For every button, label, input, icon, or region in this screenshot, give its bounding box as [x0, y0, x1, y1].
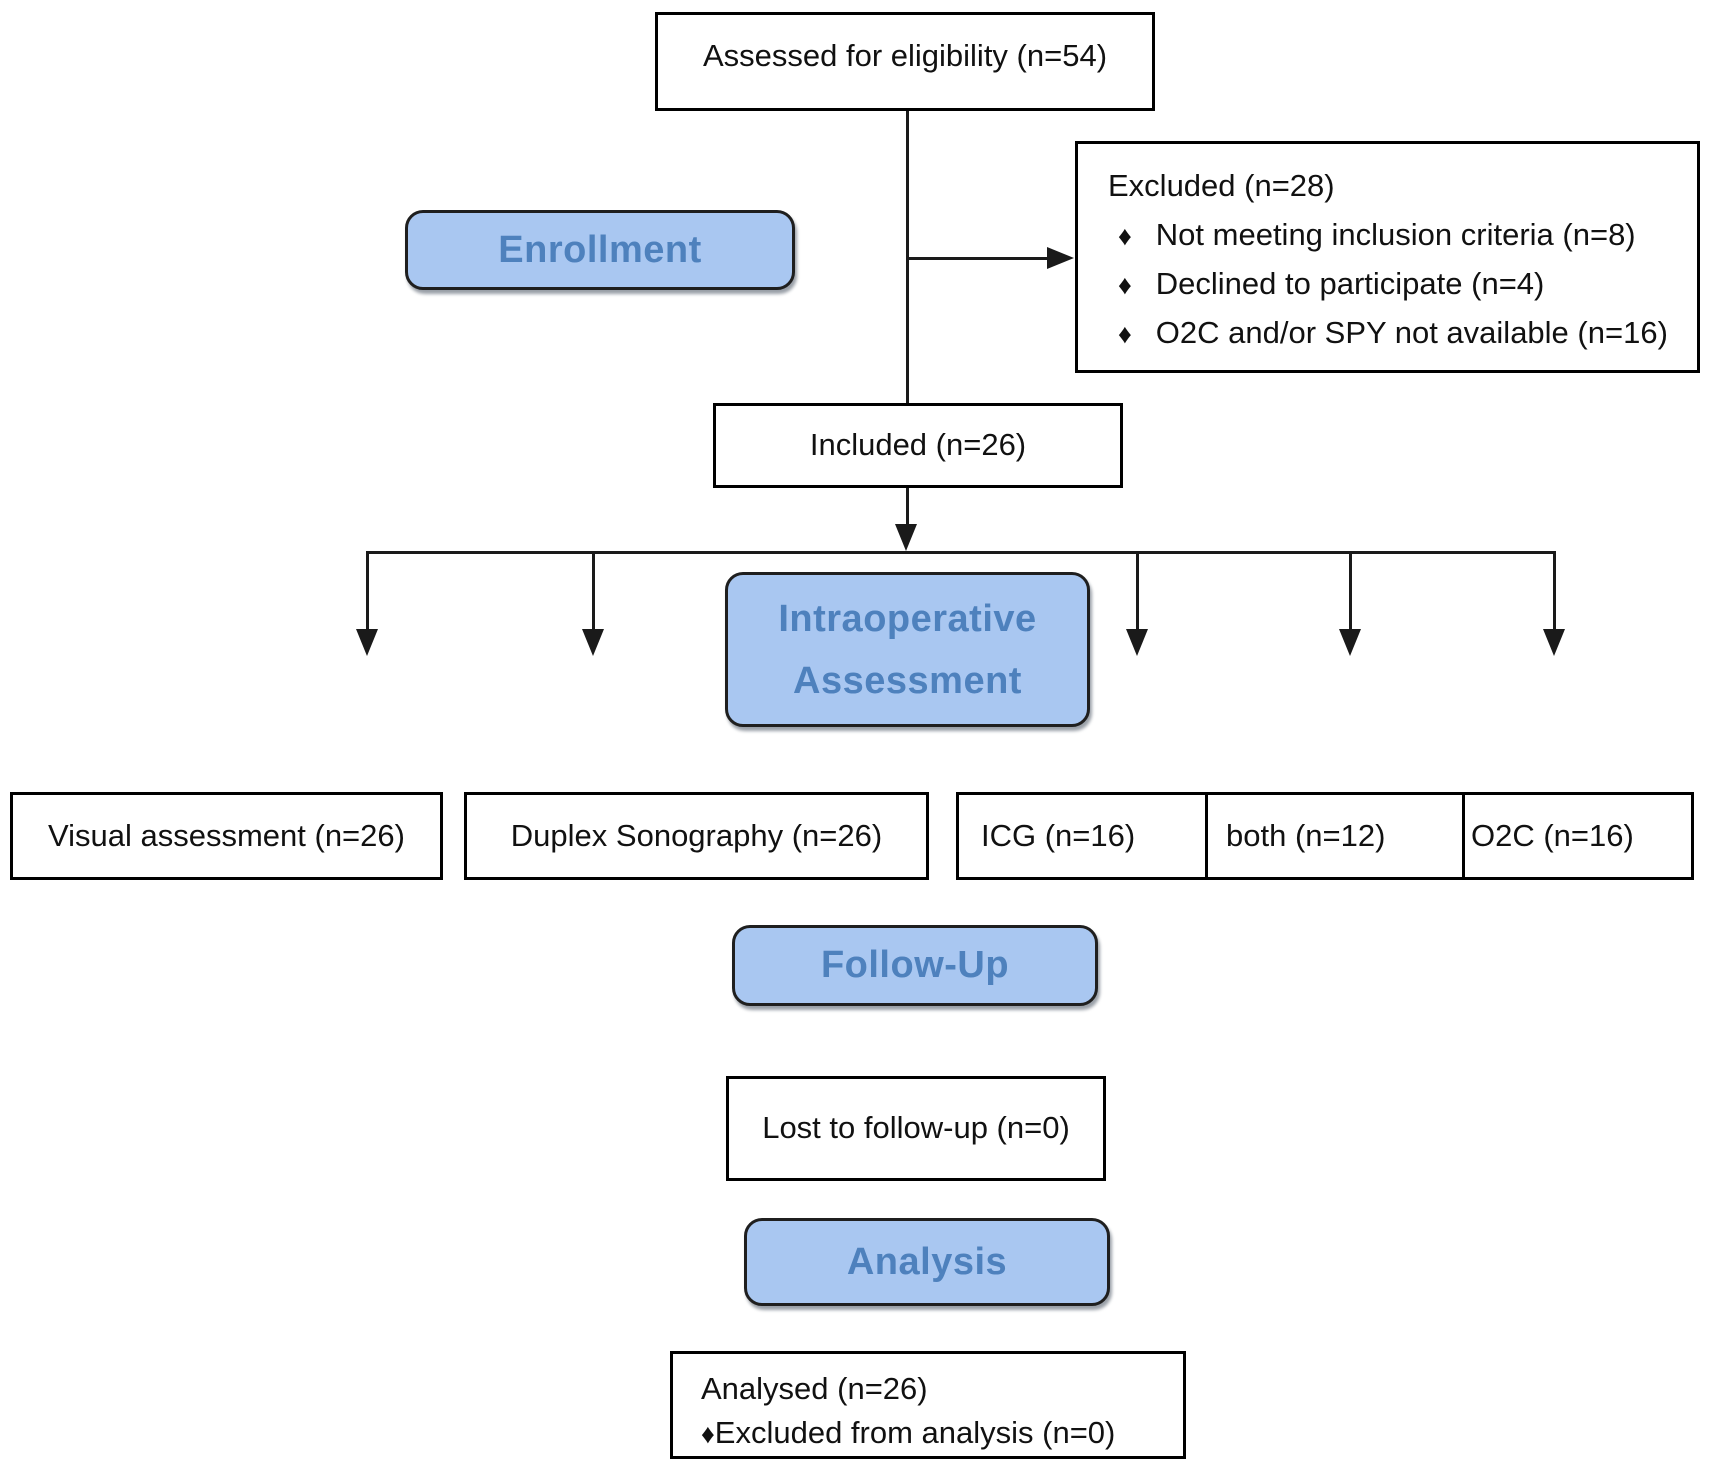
diamond-bullet-icon: ♦ — [1118, 270, 1132, 300]
diamond-bullet-icon: ♦ — [1118, 221, 1132, 251]
visual-assessment-label: Visual assessment (n=26) — [48, 817, 405, 853]
both-label: both (n=12) — [1226, 817, 1386, 853]
stage-analysis: Analysis — [744, 1218, 1110, 1306]
arrowhead-drop-3-icon — [1126, 629, 1148, 656]
icg-box: ICG (n=16) — [959, 795, 1205, 877]
visual-assessment-box: Visual assessment (n=26) — [10, 792, 443, 880]
icg-label: ICG (n=16) — [981, 817, 1136, 853]
o2c-box: O2C (n=16) — [1462, 795, 1691, 877]
branch-line — [367, 551, 1556, 554]
analysed-line1: Analysed (n=26) — [701, 1371, 928, 1406]
diamond-bullet-icon: ♦ — [701, 1419, 715, 1449]
analysed-box: Analysed (n=26) ♦Excluded from analysis … — [670, 1351, 1186, 1459]
diamond-bullet-icon: ♦ — [1118, 319, 1132, 349]
stage-enrollment: Enrollment — [405, 210, 795, 290]
connector-included-to-branch — [906, 488, 909, 526]
stage-intraoperative-line2: Assessment — [793, 659, 1022, 702]
excluded-bullet-3: O2C and/or SPY not available (n=16) — [1155, 315, 1668, 350]
branch-drop-2 — [592, 551, 595, 631]
stage-follow-up-label: Follow-Up — [820, 944, 1010, 986]
analysed-line2-text: Excluded from analysis (n=0) — [714, 1415, 1116, 1450]
arrowhead-drop-4-icon — [1339, 629, 1361, 656]
branch-drop-5 — [1553, 551, 1556, 631]
lost-to-follow-up-box: Lost to follow-up (n=0) — [726, 1076, 1106, 1181]
excluded-bullet-1: Not meeting inclusion criteria (n=8) — [1155, 217, 1636, 252]
stage-intraoperative-line1: Intraoperative — [778, 597, 1037, 640]
arrowhead-drop-5-icon — [1543, 629, 1565, 656]
excluded-bullet-2: Declined to participate (n=4) — [1155, 266, 1545, 301]
analysed-line2: ♦Excluded from analysis (n=0) — [701, 1411, 1175, 1456]
included-box: Included (n=26) — [713, 403, 1123, 488]
excluded-bullet-row: ♦ Declined to participate (n=4) — [1108, 260, 1681, 309]
icg-both-o2c-strip: ICG (n=16) both (n=12) O2C (n=16) — [956, 792, 1694, 880]
assessed-eligibility-label: Assessed for eligibility (n=54) — [702, 38, 1108, 74]
excluded-bullet-row: ♦ Not meeting inclusion criteria (n=8) — [1108, 211, 1681, 260]
excluded-bullet-row: ♦ O2C and/or SPY not available (n=16) — [1108, 309, 1681, 358]
included-label: Included (n=26) — [809, 427, 1027, 463]
o2c-label: O2C (n=16) — [1471, 817, 1634, 853]
arrowhead-branch-icon — [895, 524, 917, 551]
branch-drop-4 — [1349, 551, 1352, 631]
excluded-box: Excluded (n=28) ♦ Not meeting inclusion … — [1075, 141, 1700, 373]
branch-drop-1 — [366, 551, 369, 631]
excluded-title: Excluded (n=28) — [1108, 168, 1335, 203]
arrowhead-drop-2-icon — [582, 629, 604, 656]
duplex-sonography-label: Duplex Sonography (n=26) — [510, 817, 883, 853]
stage-intraoperative-assessment: Intraoperative Assessment — [725, 572, 1090, 727]
lost-to-follow-up-label: Lost to follow-up (n=0) — [762, 1110, 1070, 1146]
stage-analysis-label: Analysis — [846, 1240, 1008, 1283]
branch-drop-3 — [1136, 551, 1139, 631]
both-box: both (n=12) — [1205, 795, 1462, 877]
arrowhead-excluded-icon — [1047, 247, 1074, 269]
assessed-eligibility-box: Assessed for eligibility (n=54) — [655, 12, 1155, 111]
connector-spine-top — [906, 111, 909, 403]
arrowhead-drop-1-icon — [356, 629, 378, 656]
stage-follow-up: Follow-Up — [732, 925, 1098, 1006]
duplex-sonography-box: Duplex Sonography (n=26) — [464, 792, 929, 880]
connector-to-excluded — [908, 257, 1049, 260]
stage-enrollment-label: Enrollment — [498, 228, 702, 271]
